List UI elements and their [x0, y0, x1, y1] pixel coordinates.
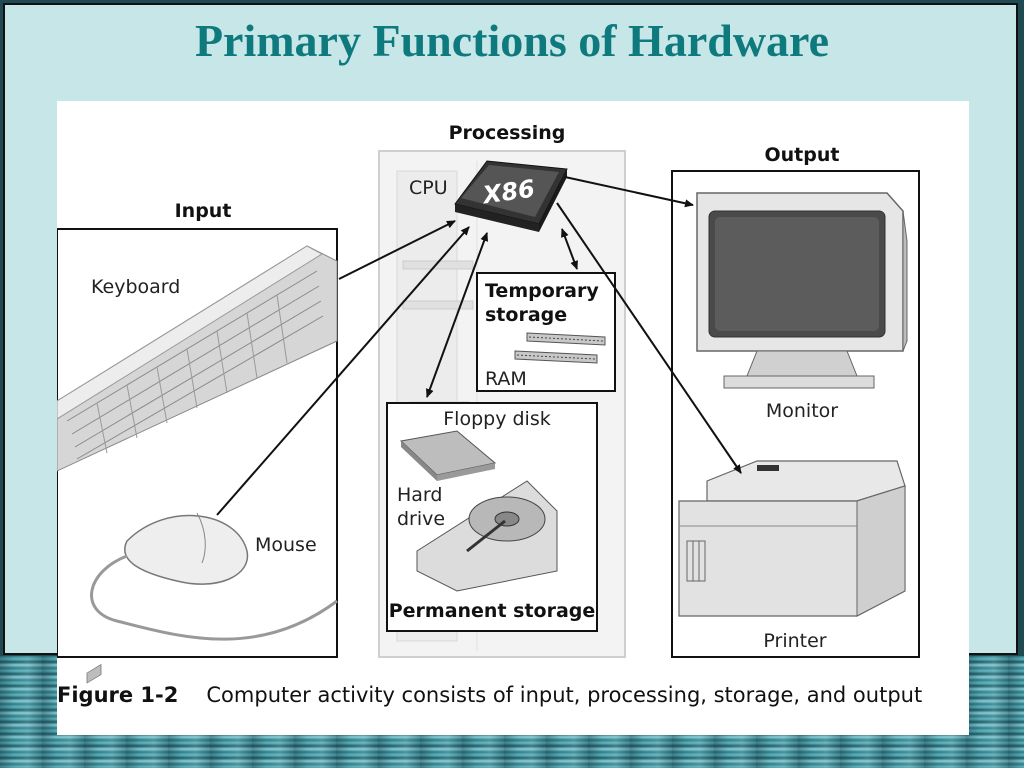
- cpu-chip-icon: X86: [454, 160, 568, 232]
- figure-panel: Processing CPU X86 Input Keyboard: [57, 101, 969, 735]
- keyboard-icon: [57, 245, 338, 684]
- mouse-label: Mouse: [255, 534, 317, 556]
- floppy-disk-icon: [399, 430, 497, 481]
- figure-number: Figure 1-2: [57, 683, 179, 707]
- mouse-icon: [90, 512, 338, 641]
- printer-icon: [678, 460, 906, 617]
- temporary-storage-label-line1: Temporary: [485, 280, 599, 302]
- permanent-storage-label: Permanent storage: [389, 600, 596, 622]
- output-box: [671, 170, 920, 658]
- slide-title: Primary Functions of Hardware: [194, 15, 830, 66]
- temporary-storage-box: [476, 272, 616, 392]
- arrow-cpu-permanent-storage: [425, 232, 489, 398]
- input-label: Input: [175, 200, 232, 222]
- cpu-label: CPU: [409, 177, 448, 199]
- arrow-cpu-to-printer: [556, 202, 742, 474]
- hard-drive-icon: [416, 480, 558, 592]
- arrow-cpu-to-monitor: [564, 176, 694, 208]
- monitor-label: Monitor: [766, 400, 838, 422]
- temporary-storage-label-line2: storage: [485, 304, 567, 326]
- keyboard-label: Keyboard: [91, 276, 180, 298]
- floppy-disk-label: Floppy disk: [443, 408, 550, 430]
- hardware-diagram: Processing CPU X86 Input Keyboard: [57, 122, 920, 684]
- output-label: Output: [765, 144, 840, 166]
- processing-label: Processing: [449, 122, 566, 144]
- hard-drive-label-line2: drive: [397, 508, 445, 530]
- ram-module-icon: [514, 332, 606, 364]
- arrow-keyboard-to-cpu: [338, 220, 456, 280]
- ram-label: RAM: [485, 368, 527, 390]
- input-box: [57, 228, 338, 658]
- printer-label: Printer: [763, 630, 826, 652]
- figure-caption: Figure 1-2 Computer activity consists of …: [57, 683, 969, 707]
- caption-text: Computer activity consists of input, pro…: [206, 683, 923, 707]
- hard-drive-label-line1: Hard: [397, 484, 442, 506]
- arrow-cpu-temporary-storage: [561, 228, 578, 270]
- monitor-icon: [696, 192, 908, 389]
- data-flow-arrows: [216, 176, 742, 516]
